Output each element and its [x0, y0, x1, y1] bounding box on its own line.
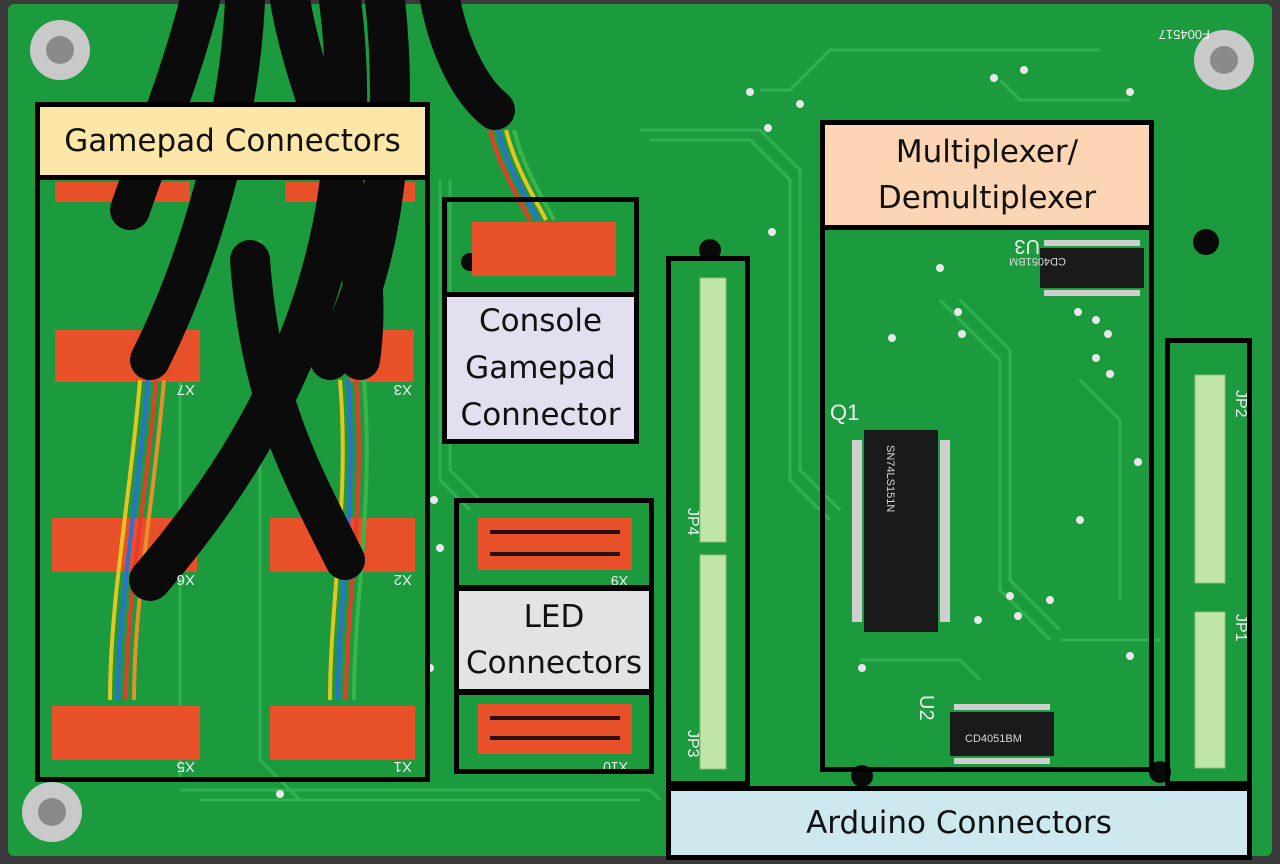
- connector-x1-label: X1: [394, 758, 412, 775]
- chip-u3: [1040, 248, 1144, 288]
- chip-u3-mark: CD4051BM: [1009, 255, 1066, 267]
- header-jp2-jp1-box: [1165, 338, 1252, 786]
- screw-bottom-left: [22, 782, 82, 842]
- header-jp1-label: JP1: [1232, 614, 1249, 642]
- header-jp3: [699, 554, 727, 770]
- led-connector-x9: [478, 518, 632, 570]
- connector-x5: [52, 706, 200, 760]
- gamepad-connectors-label: Gamepad Connectors: [35, 102, 430, 180]
- arduino-connectors-label: Arduino Connectors: [666, 786, 1252, 860]
- console-connector-box: [442, 197, 639, 297]
- header-jp4-label: JP4: [684, 508, 701, 536]
- chip-q1-label: Q1: [830, 400, 859, 425]
- chip-q1-mark: SN74LS151N: [884, 445, 896, 512]
- header-jp2-label: JP2: [1232, 390, 1249, 418]
- silkscreen: F004517 U3 Q1 U2 JP4 JP3 JP2 JP1 X7 X3 X…: [177, 27, 1249, 775]
- board-id-text: F004517: [1159, 27, 1210, 42]
- pcb-traces: [178, 48, 1160, 802]
- header-jp3-label: JP3: [684, 730, 701, 758]
- header-jp4-jp3-box: [666, 256, 750, 786]
- screw-top-left: [30, 20, 90, 80]
- led-connector-x10: [478, 704, 632, 754]
- pin-headers: [699, 277, 1226, 770]
- console-connector: [472, 222, 616, 276]
- chip-u3-label: U3: [1014, 235, 1040, 257]
- mux-label: Multiplexer/ Demultiplexer: [820, 120, 1154, 230]
- led-connector-pins: [490, 530, 620, 740]
- chip-marks: SN74LS151N CD4051BM CD4051BM: [884, 255, 1066, 745]
- connector-x6-label: X6: [177, 571, 195, 588]
- connector-x7-label: X7: [177, 381, 195, 398]
- led-connector-bottom-box: [454, 690, 654, 774]
- gamepad-connectors-box: [35, 102, 430, 782]
- chip-u2-mark: CD4051BM: [965, 733, 1022, 745]
- connector-x2-label: X2: [394, 571, 412, 588]
- connector-x5-label: X5: [177, 758, 195, 775]
- led-connector-top-box: [454, 498, 654, 590]
- pcb-vias: [276, 66, 1142, 798]
- header-jp2: [1194, 374, 1226, 584]
- console-connector-label: Console Gamepad Connector: [442, 292, 639, 444]
- screw-top-right: [1194, 30, 1254, 90]
- connector-x3-label: X3: [394, 381, 412, 398]
- black-cables: [110, 0, 515, 601]
- chip-u2: [950, 712, 1054, 756]
- chip-u2-label: U2: [915, 695, 937, 721]
- chip-pins: [852, 240, 1140, 764]
- connector-x1: [270, 706, 415, 760]
- header-jp4: [699, 277, 727, 543]
- led-connectors-label: LED Connectors: [454, 586, 654, 694]
- header-jp1: [1194, 611, 1226, 769]
- chip-q1: [864, 430, 938, 632]
